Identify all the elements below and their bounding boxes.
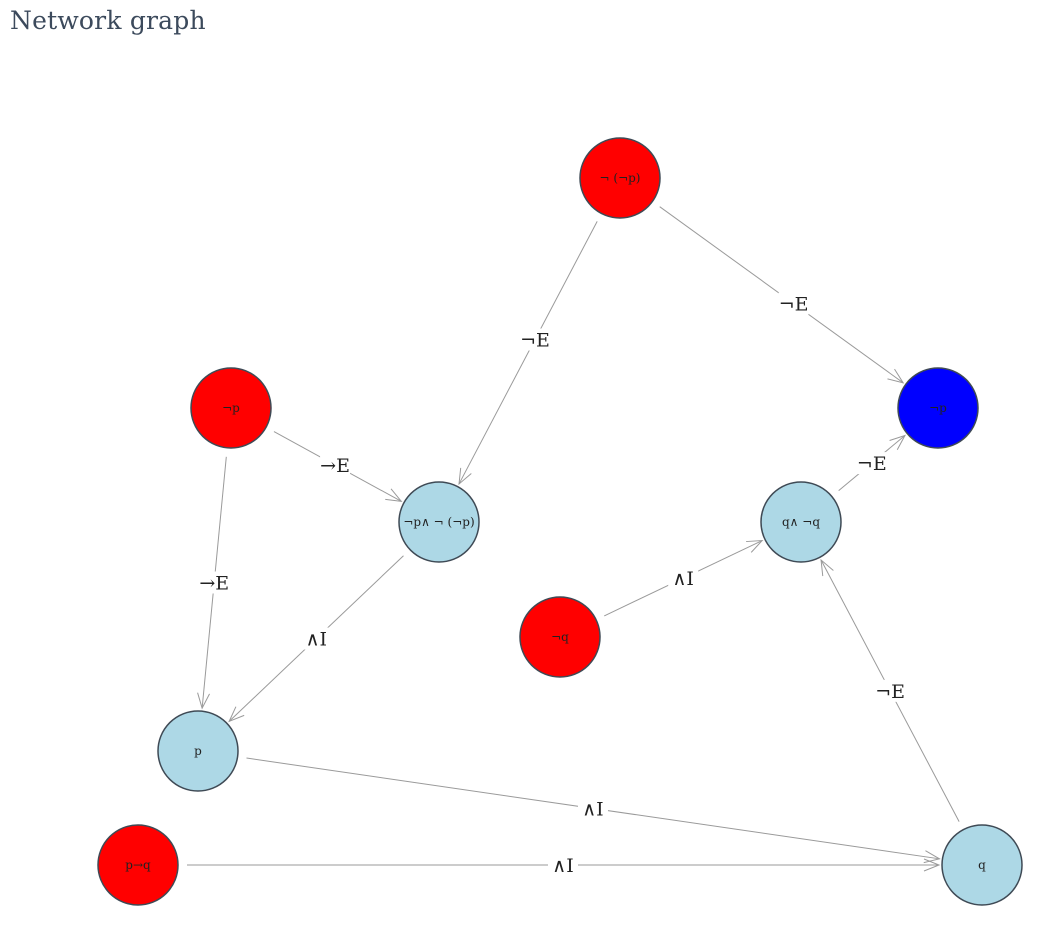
edge-label-background: [548, 854, 578, 876]
node-label: ¬p: [222, 401, 240, 415]
edge-line: [458, 221, 598, 485]
node-circle: [190, 367, 272, 449]
arrowhead: [746, 539, 764, 553]
edge-label: →E: [320, 455, 350, 477]
edge-label: ¬E: [779, 294, 809, 316]
node-label: ¬ (¬p): [600, 171, 641, 185]
nodes-layer: ¬ (¬p) ¬p ¬p ¬p∧ ¬ (¬p) q∧ ¬q ¬q p p→q q: [97, 137, 1023, 906]
edge-label-background: [856, 452, 887, 475]
edge-label: →E: [199, 572, 229, 594]
node-circle: [157, 710, 239, 792]
node-circle: [579, 137, 661, 219]
edge-label: ¬E: [520, 330, 550, 352]
edge-label: ∧I: [582, 798, 603, 820]
node-circle: [760, 481, 842, 563]
edge-nq-conj2[interactable]: ∧I: [604, 539, 764, 617]
edge-label: ¬E: [857, 453, 887, 475]
edges-layer: ¬E ¬E →E →E ∧I ¬E ∧I ¬E ∧I ∧I: [187, 206, 960, 877]
node-np_left[interactable]: ¬p: [190, 367, 272, 449]
node-label: ¬q: [551, 630, 569, 644]
node-circle: [97, 824, 179, 906]
arrowhead: [923, 858, 941, 872]
node-label: ¬p∧ ¬ (¬p): [403, 515, 474, 529]
node-conj2[interactable]: q∧ ¬q: [760, 481, 842, 563]
edge-label-background: [875, 679, 906, 702]
edge-nnp-conj1[interactable]: ¬E: [458, 221, 598, 486]
edge-nnp-np_top[interactable]: ¬E: [659, 206, 905, 384]
page-title: Network graph: [10, 6, 206, 35]
edge-label-background: [320, 454, 351, 477]
arrowhead: [228, 706, 245, 723]
node-circle: [897, 367, 979, 449]
edge-ptoq-q[interactable]: ∧I: [187, 854, 941, 877]
node-nnp[interactable]: ¬ (¬p): [579, 137, 661, 219]
edge-np_left-p[interactable]: →E: [197, 456, 230, 710]
arrowhead: [385, 488, 403, 502]
edge-label-background: [668, 567, 699, 590]
arrowhead: [887, 368, 905, 384]
arrowhead: [820, 558, 834, 577]
node-circle: [398, 481, 480, 563]
node-nq[interactable]: ¬q: [519, 596, 601, 678]
arrowhead: [458, 467, 472, 486]
node-label: p: [194, 744, 202, 758]
node-label: q: [978, 858, 986, 872]
node-np_top[interactable]: ¬p: [897, 367, 979, 449]
node-circle: [519, 596, 601, 678]
node-circle: [941, 824, 1023, 906]
node-conj1[interactable]: ¬p∧ ¬ (¬p): [398, 481, 480, 563]
arrowhead: [889, 434, 906, 450]
edge-label: ∧I: [306, 629, 327, 651]
edge-conj2-np_top[interactable]: ¬E: [838, 434, 906, 492]
node-p[interactable]: p: [157, 710, 239, 792]
arrowhead: [197, 692, 210, 710]
edge-label-background: [778, 292, 809, 315]
node-label: p→q: [125, 858, 151, 872]
edge-label-background: [301, 627, 332, 650]
edge-conj1-p[interactable]: ∧I: [228, 555, 404, 723]
edge-label-background: [577, 797, 608, 820]
edge-p-q[interactable]: ∧I: [246, 757, 941, 864]
node-q[interactable]: q: [941, 824, 1023, 906]
node-ptoq[interactable]: p→q: [97, 824, 179, 906]
edge-q-conj2[interactable]: ¬E: [820, 558, 960, 822]
node-label: q∧ ¬q: [782, 515, 820, 529]
node-label: ¬p: [929, 401, 947, 415]
edge-label: ¬E: [875, 681, 905, 703]
edge-label-background: [199, 571, 230, 594]
edge-label: ∧I: [672, 568, 693, 590]
edge-label: ∧I: [552, 855, 573, 877]
edge-np_left-conj1[interactable]: →E: [273, 431, 403, 502]
edge-label-background: [520, 328, 551, 351]
